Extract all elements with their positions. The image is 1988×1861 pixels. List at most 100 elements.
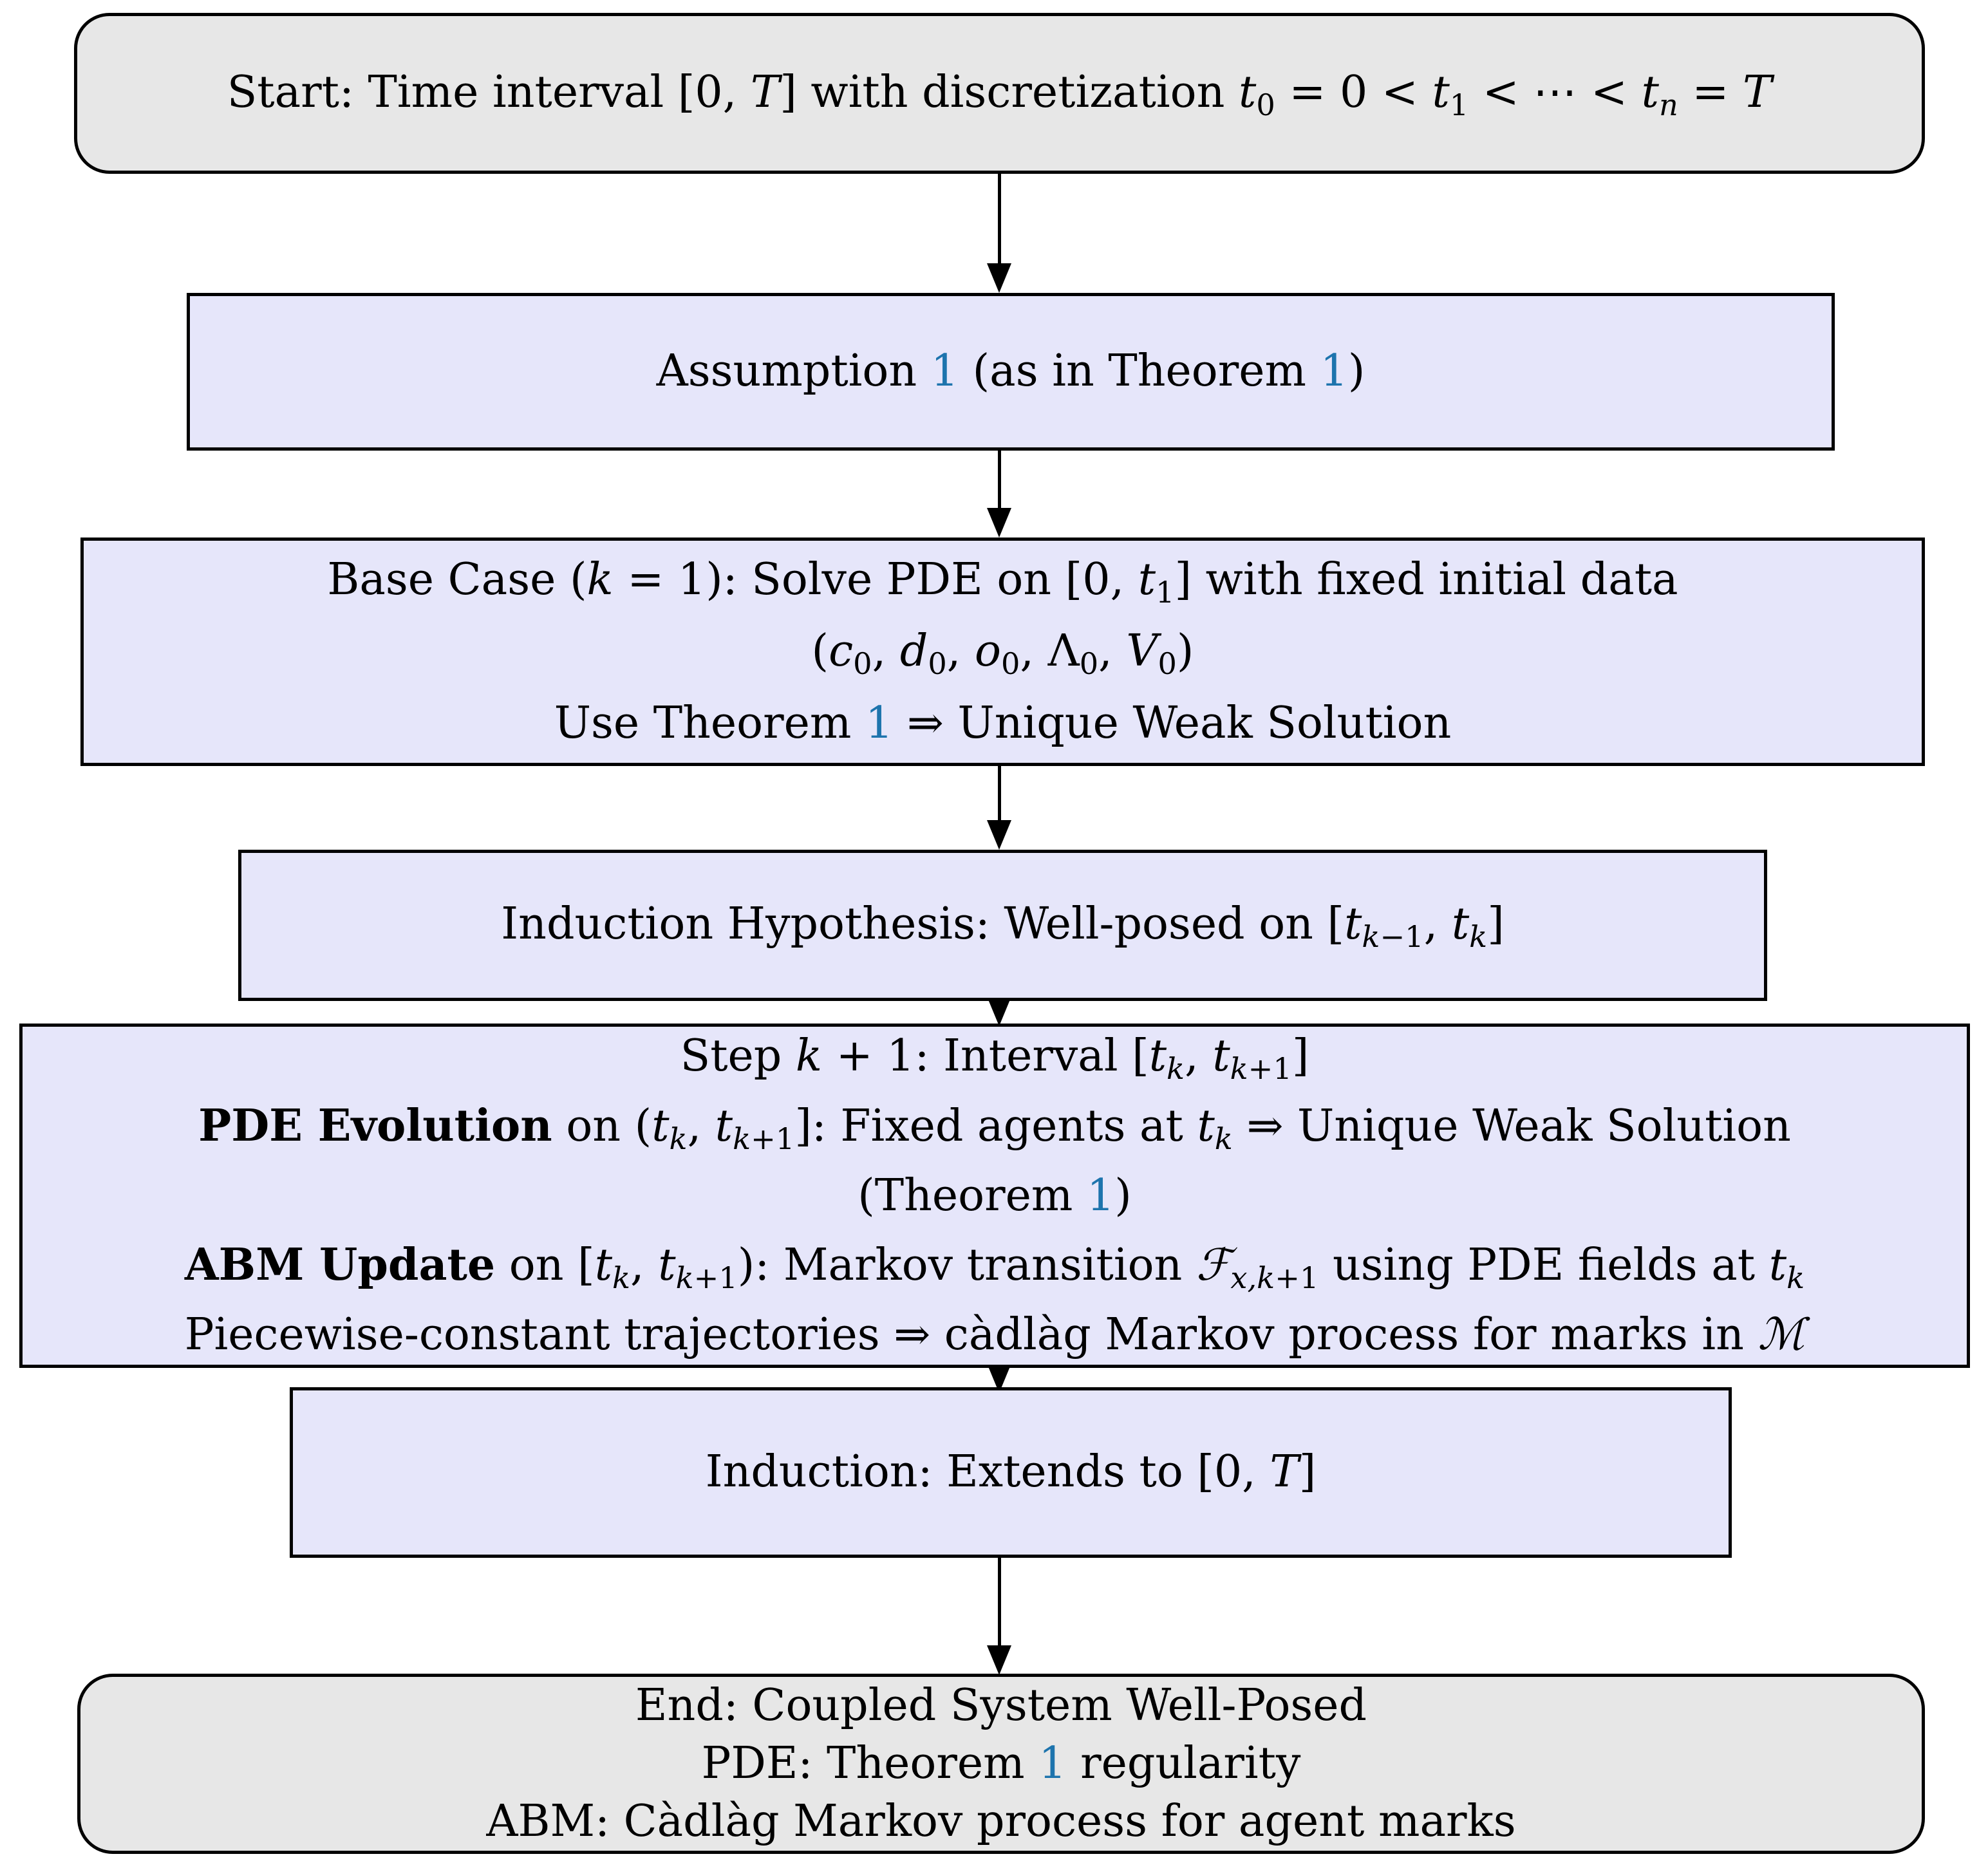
text-segment: ) [1347,346,1365,397]
node-start-text: Start: Time interval [0, T] with discret… [77,58,1922,129]
text-segment: t [652,1101,670,1152]
arrowhead-down-icon [987,996,1011,1026]
text-segment: t [1197,1101,1215,1152]
text-segment: k [1469,919,1488,954]
text-segment: T [750,66,780,118]
text-segment: t [1212,1031,1230,1082]
ref-link[interactable]: 1 [1320,346,1348,397]
node-step-line-2: PDE Evolution on (tk, tk+1]: Fixed agent… [23,1092,1967,1162]
arrowhead-down-icon [987,1645,1011,1675]
text-segment: ( [811,626,829,677]
text-segment: , Λ [1020,626,1080,677]
arrow-shaft [997,451,1001,508]
text-segment: , [687,1101,715,1152]
text-segment: Base Case ( [327,554,587,605]
text-segment: k [1786,1260,1805,1295]
text-segment: ) [1114,1170,1132,1222]
node-base-case: Base Case (k = 1): Solve PDE on [0, t1] … [80,538,1925,766]
ref-link[interactable]: 1 [865,698,894,749]
text-segment: using PDE fields at [1318,1239,1769,1291]
arrow-base-to-hypothesis [987,766,1011,850]
arrow-induction-to-end [987,1558,1011,1675]
text-segment: t [715,1101,733,1152]
text-segment: on [ [495,1239,595,1291]
text-segment: , [630,1239,659,1291]
text-segment: Start: Time interval [0, [227,66,751,118]
text-segment: End: Coupled System Well-Posed [635,1680,1367,1732]
text-segment: +1 [693,1260,738,1295]
text-segment: ] with discretization [780,66,1239,118]
text-segment: d [899,626,928,677]
text-segment: PDE Evolution [198,1100,552,1152]
text-segment: Piecewise-constant trajectories ⇒ càdlàg… [184,1309,1758,1360]
node-start: Start: Time interval [0, T] with discret… [74,13,1925,174]
text-segment: t [1768,1239,1787,1291]
ref-link[interactable]: 1 [1038,1738,1067,1790]
node-assumption: Assumption 1 (as in Theorem 1) [187,293,1835,451]
text-segment: ] with fixed initial data [1174,554,1678,605]
node-base-case-line-2: (c0, d0, o0, Λ0, V0) [84,616,1922,688]
text-segment: , [1423,899,1452,950]
text-segment: ℱ [1196,1239,1231,1291]
text-segment: ] [1487,899,1505,950]
arrow-assumption-to-base [987,451,1011,538]
node-induction-hypothesis: Induction Hypothesis: Well-posed on [ tk −… [238,850,1767,1001]
ref-link[interactable]: 1 [930,346,959,397]
text-segment: t [1641,66,1659,118]
text-segment: ℳ [1758,1309,1805,1360]
text-segment: k [795,1031,823,1082]
text-segment: ) [1176,626,1194,677]
text-segment: 0 [1079,646,1099,682]
text-segment: 0 [1256,87,1275,122]
node-step-k-plus-1: Step k + 1: Interval [tk, tk+1] PDE Evol… [19,1024,1970,1368]
text-segment: k [586,554,614,605]
text-segment: t [1239,66,1257,118]
node-assumption-text: Assumption 1 (as in Theorem 1) [190,337,1832,407]
node-end-line-2: PDE: Theorem 1 regularity [80,1735,1922,1793]
text-segment: ABM: Càdlàg Markov process for agent mar… [486,1795,1516,1847]
node-step-line-4: ABM Update on [tk, tk+1): Markov transit… [23,1231,1967,1301]
text-segment: t [1451,899,1470,950]
text-segment: +1 [1248,1051,1292,1087]
text-segment: k [675,1260,694,1295]
text-segment: = 0 < [1275,66,1432,118]
node-step-line-5: Piecewise-constant trajectories ⇒ càdlàg… [23,1301,1967,1369]
text-segment: (as in Theorem [959,346,1320,397]
node-end: End: Coupled System Well-Posed PDE: Theo… [77,1674,1925,1854]
text-segment: −1 [1380,919,1424,954]
text-segment: T [1742,66,1772,118]
arrow-shaft [997,174,1001,263]
text-segment: V [1126,626,1158,677]
arrowhead-down-icon [987,263,1011,293]
text-segment: 1 [1449,87,1469,122]
text-segment: T [1270,1446,1299,1498]
ref-link[interactable]: 1 [1086,1170,1115,1222]
text-segment: ⇒ Unique Weak Solution [1232,1101,1791,1152]
text-segment: t [658,1239,676,1291]
text-segment: ] [1291,1031,1309,1082]
text-segment: +1 [1275,1260,1319,1295]
text-segment: x,k [1230,1260,1275,1295]
text-segment: k [612,1260,631,1295]
text-segment: , [1185,1031,1213,1082]
text-segment: k [1230,1051,1248,1087]
text-segment: Assumption [656,346,931,397]
node-end-line-3: ABM: Càdlàg Markov process for agent mar… [80,1793,1922,1851]
text-segment: 0 [1000,646,1020,682]
text-segment: ⇒ Unique Weak Solution [893,698,1452,749]
text-segment: k [733,1121,751,1157]
arrowhead-down-icon [987,820,1011,850]
arrow-start-to-assumption [987,174,1011,293]
node-end-line-1: End: Coupled System Well-Posed [80,1677,1922,1735]
text-segment: Induction Hypothesis: Well-posed on [ [501,899,1345,950]
arrow-shaft [997,766,1001,820]
node-base-case-line-1: Base Case (k = 1): Solve PDE on [0, t1] … [84,545,1922,617]
text-segment: k [1214,1121,1233,1157]
text-segment: , [872,626,900,677]
text-segment: = [1678,66,1743,118]
text-segment: , [946,626,975,677]
text-segment: c [829,626,854,677]
text-segment: = 1): Solve PDE on [0, [613,554,1138,605]
text-segment: ]: Fixed agents at [794,1101,1197,1152]
text-segment: Use Theorem [554,698,865,749]
